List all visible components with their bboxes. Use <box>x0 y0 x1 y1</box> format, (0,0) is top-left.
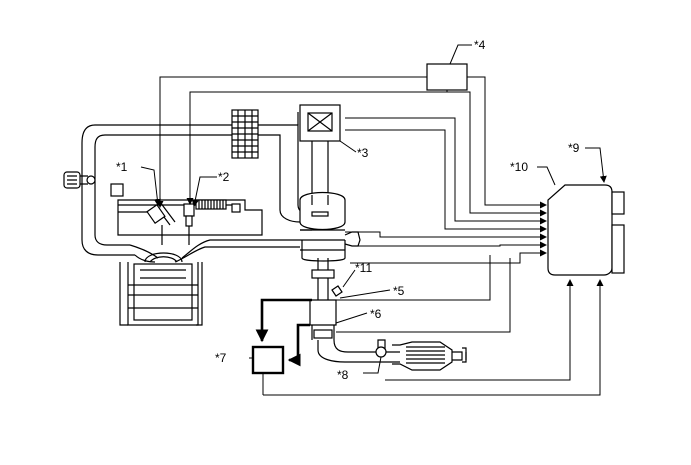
ecu-10 <box>547 184 625 276</box>
turbocharger <box>299 191 400 363</box>
ecu-arrows <box>532 201 604 290</box>
injector-2 <box>183 203 195 245</box>
leader-lines <box>140 44 607 374</box>
catalytic-converter <box>375 339 467 371</box>
idle-valve <box>63 171 96 189</box>
air-flow-meter <box>299 104 341 195</box>
intercooler <box>231 109 259 159</box>
component-4 <box>426 63 468 91</box>
label-8: *8 <box>337 368 349 382</box>
label-3: *3 <box>357 146 369 160</box>
label-2: *2 <box>218 170 230 184</box>
label-5: *5 <box>393 284 405 298</box>
label-10: *10 <box>510 160 529 174</box>
label-4: *4 <box>474 38 486 52</box>
engine-block <box>119 252 203 326</box>
small-square <box>110 183 124 197</box>
label-7: *7 <box>215 351 227 365</box>
wiring <box>156 76 601 396</box>
thick-lines <box>255 298 312 367</box>
label-6: *6 <box>370 307 382 321</box>
sensor-11 <box>331 285 343 297</box>
injector-1 <box>146 201 176 245</box>
intake-manifold <box>81 112 313 263</box>
label-1: *1 <box>116 160 128 174</box>
component-7 <box>251 345 285 375</box>
label-11: *11 <box>355 261 373 275</box>
label-9: *9 <box>568 141 580 155</box>
